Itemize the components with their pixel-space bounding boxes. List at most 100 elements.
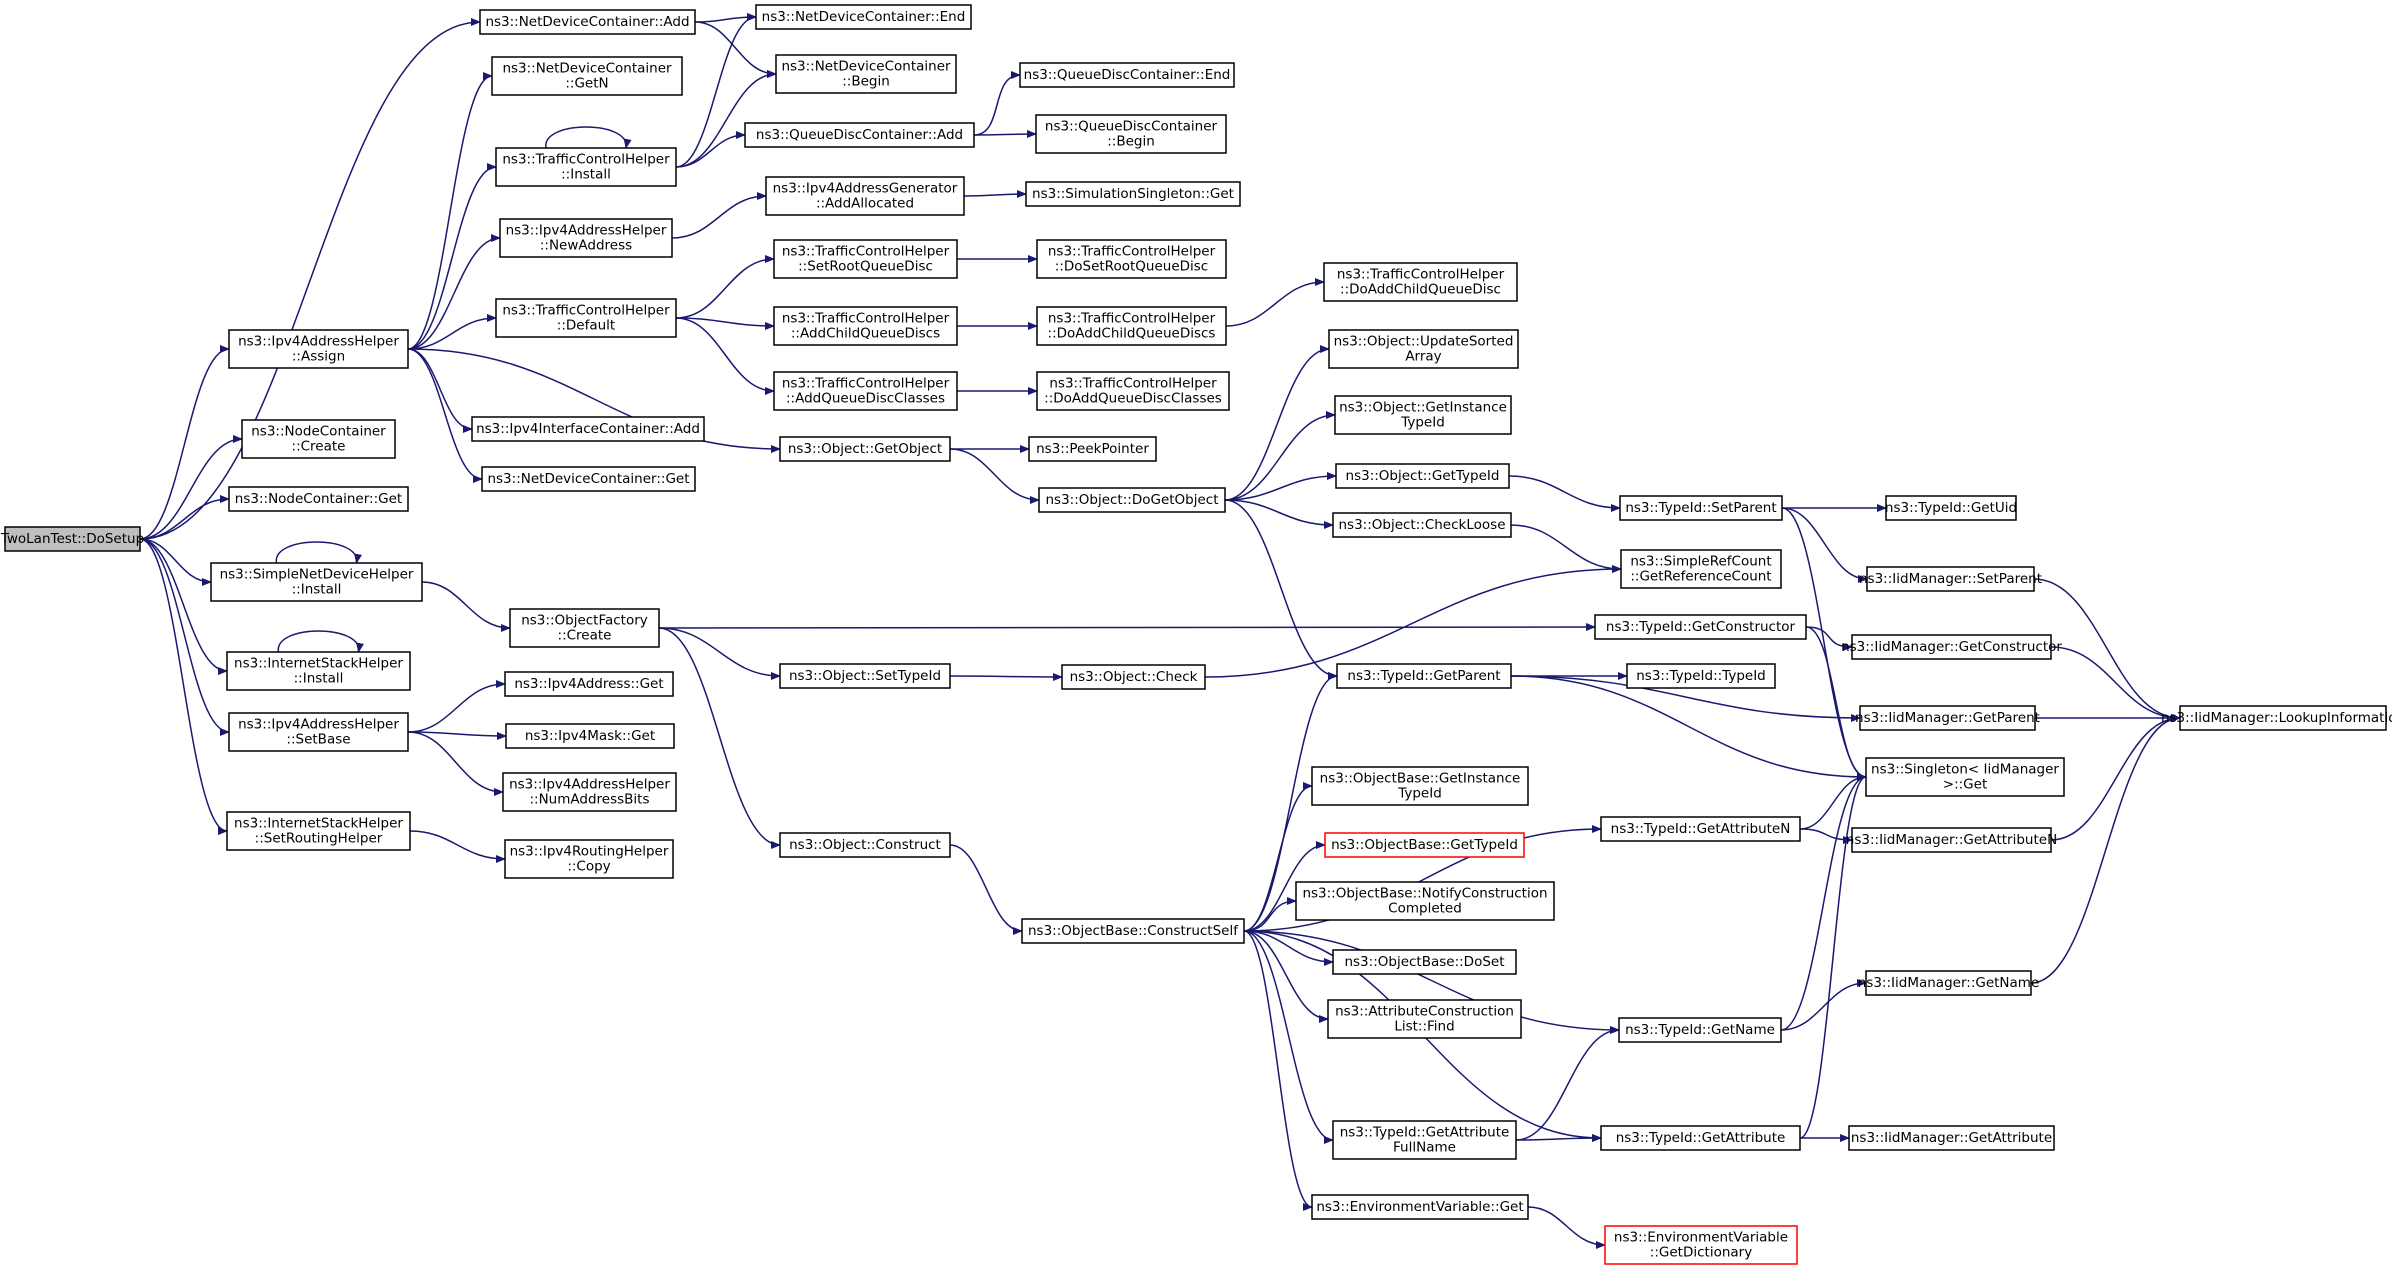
node-obj-check[interactable]: ns3::Object::Check: [1061, 664, 1206, 690]
node-root[interactable]: TwoLanTest::DoSetup: [0, 526, 144, 552]
node-ipv4ic-add[interactable]: ns3::Ipv4InterfaceContainer::Add: [471, 416, 705, 442]
node-iid-get-parent[interactable]: ns3::IidManager::GetParent: [1855, 705, 2040, 731]
node-tch-add-child[interactable]: ns3::TrafficControlHelper::AddChildQueue…: [773, 306, 958, 346]
node-label: ns3::Ipv4AddressGenerator: [773, 181, 958, 197]
node-tid-get-name[interactable]: ns3::TypeId::GetName: [1618, 1017, 1782, 1043]
node-tch-set-root[interactable]: ns3::TrafficControlHelper::SetRootQueueD…: [773, 239, 958, 279]
node-label: ::DoAddChildQueueDisc: [1340, 282, 1501, 298]
node-box: [773, 371, 958, 411]
node-qdc-begin[interactable]: ns3::QueueDiscContainer::Begin: [1035, 114, 1227, 154]
node-ipv4m-get[interactable]: ns3::Ipv4Mask::Get: [505, 723, 675, 749]
call-edge: [675, 255, 775, 319]
node-nc-get[interactable]: ns3::NodeContainer::Get: [228, 486, 409, 512]
node-label: ns3::Ipv4Address::Get: [514, 676, 663, 692]
node-env-get-dict[interactable]: ns3::EnvironmentVariable::GetDictionary: [1604, 1225, 1798, 1265]
call-edge: [407, 234, 501, 350]
node-ipv4rh-copy[interactable]: ns3::Ipv4RoutingHelper::Copy: [504, 839, 674, 879]
node-obj-get-object[interactable]: ns3::Object::GetObject: [779, 436, 951, 462]
node-box: [1600, 816, 1801, 842]
node-iid-get-attr[interactable]: ns3::IidManager::GetAttribute: [1848, 1125, 2055, 1151]
node-label: ns3::Object::UpdateSorted: [1334, 334, 1514, 350]
node-iid-get-ctor[interactable]: ns3::IidManager::GetConstructor: [1841, 634, 2062, 660]
call-edge: [1799, 828, 1853, 844]
call-edge: [1510, 675, 1867, 781]
node-tch-do-add-child[interactable]: ns3::TrafficControlHelper::DoAddChildQue…: [1323, 262, 1518, 302]
node-ob-notify[interactable]: ns3::ObjectBase::NotifyConstructionCompl…: [1295, 881, 1555, 921]
node-ipv4ah-num-bits[interactable]: ns3::Ipv4AddressHelper::NumAddressBits: [502, 772, 677, 812]
call-edge: [671, 192, 767, 239]
node-singleton-get[interactable]: ns3::Singleton< IidManager >::Get: [1865, 757, 2065, 797]
node-label: ::SetRootQueueDisc: [798, 259, 933, 275]
node-ndc-add[interactable]: ns3::NetDeviceContainer::Add: [479, 9, 696, 35]
call-edge: [407, 348, 483, 483]
node-iid-lookup[interactable]: ns3::IidManager::LookupInformation: [2161, 705, 2392, 731]
node-sndh-install[interactable]: ns3::SimpleNetDeviceHelper::Install: [210, 562, 423, 602]
node-tid-set-parent[interactable]: ns3::TypeId::SetParent: [1619, 495, 1783, 521]
node-ndc-begin[interactable]: ns3::NetDeviceContainer::Begin: [775, 54, 957, 94]
node-label: ns3::TrafficControlHelper: [1049, 376, 1217, 392]
node-tch-install[interactable]: ns3::TrafficControlHelper::Install: [495, 147, 677, 187]
node-iid-get-name[interactable]: ns3::IidManager::GetName: [1858, 970, 2040, 996]
call-edge: [407, 314, 497, 350]
node-obj-set-tid[interactable]: ns3::Object::SetTypeId: [779, 663, 951, 689]
node-label: ns3::AttributeConstruction: [1335, 1004, 1514, 1020]
node-tch-do-add-childs[interactable]: ns3::TrafficControlHelper::DoAddChildQue…: [1036, 306, 1227, 346]
node-tch-do-set-root[interactable]: ns3::TrafficControlHelper::DoSetRootQueu…: [1036, 239, 1227, 279]
node-tch-add-classes[interactable]: ns3::TrafficControlHelper::AddQueueDiscC…: [773, 371, 958, 411]
node-box: [1019, 62, 1235, 88]
node-tid-get-uid[interactable]: ns3::TypeId::GetUid: [1885, 495, 2017, 521]
node-ndc-get-n[interactable]: ns3::NetDeviceContainer::GetN: [491, 56, 683, 96]
node-ob-construct-self[interactable]: ns3::ObjectBase::ConstructSelf: [1021, 918, 1245, 944]
node-label: ns3::EnvironmentVariable::Get: [1316, 1199, 1523, 1215]
node-ndc-end[interactable]: ns3::NetDeviceContainer::End: [755, 4, 972, 30]
node-tid-get-attr-n[interactable]: ns3::TypeId::GetAttributeN: [1600, 816, 1801, 842]
node-qdc-end[interactable]: ns3::QueueDiscContainer::End: [1019, 62, 1235, 88]
node-tid-get-attr[interactable]: ns3::TypeId::GetAttribute: [1600, 1125, 1801, 1151]
node-tid-type-id[interactable]: ns3::TypeId::TypeId: [1626, 663, 1776, 689]
node-ipv4a-get[interactable]: ns3::Ipv4Address::Get: [504, 671, 674, 697]
node-box: [1336, 663, 1512, 689]
node-ipv4ag-alloc[interactable]: ns3::Ipv4AddressGenerator::AddAllocated: [765, 176, 965, 216]
node-qdc-add[interactable]: ns3::QueueDiscContainer::Add: [744, 122, 975, 148]
node-nc-create[interactable]: ns3::NodeContainer::Create: [241, 419, 396, 459]
node-src-get-ref[interactable]: ns3::SimpleRefCount::GetReferenceCount: [1620, 549, 1782, 589]
call-edge: [1799, 773, 1867, 1139]
node-iid-set-parent[interactable]: ns3::IidManager::SetParent: [1859, 566, 2042, 592]
node-obj-construct[interactable]: ns3::Object::Construct: [779, 832, 951, 858]
node-ob-do-set[interactable]: ns3::ObjectBase::DoSet: [1332, 949, 1517, 975]
node-tid-get-ctor[interactable]: ns3::TypeId::GetConstructor: [1594, 614, 1807, 640]
node-ipv4ah-assign[interactable]: ns3::Ipv4AddressHelper::Assign: [228, 329, 409, 369]
node-box: [1859, 705, 2036, 731]
node-label: ns3::Ipv4AddressHelper: [509, 777, 670, 793]
node-tch-do-add-classes[interactable]: ns3::TrafficControlHelper::DoAddQueueDis…: [1036, 371, 1230, 411]
node-box: [1295, 881, 1555, 921]
node-ob-get-type-id[interactable]: ns3::ObjectBase::GetTypeId: [1324, 832, 1525, 858]
node-ish-set-routing[interactable]: ns3::InternetStackHelper::SetRoutingHelp…: [226, 811, 411, 851]
node-env-get[interactable]: ns3::EnvironmentVariable::Get: [1311, 1194, 1529, 1220]
node-obj-get-type-id[interactable]: ns3::Object::GetTypeId: [1335, 463, 1510, 489]
call-edge: [1224, 499, 1338, 680]
node-tch-default[interactable]: ns3::TrafficControlHelper::Default: [495, 298, 677, 338]
node-ish-install[interactable]: ns3::InternetStackHelper::Install: [226, 651, 411, 691]
node-obj-check-loose[interactable]: ns3::Object::CheckLoose: [1332, 512, 1512, 538]
node-sim-singleton-get[interactable]: ns3::SimulationSingleton::Get: [1025, 181, 1241, 207]
node-peek-pointer[interactable]: ns3::PeekPointer: [1028, 436, 1157, 462]
node-ipv4ah-set-base[interactable]: ns3::Ipv4AddressHelper::SetBase: [228, 712, 409, 752]
node-tid-get-parent[interactable]: ns3::TypeId::GetParent: [1336, 663, 1512, 689]
call-edge: [139, 538, 212, 586]
node-ndc-get[interactable]: ns3::NetDeviceContainer::Get: [481, 466, 696, 492]
node-label: ::GetDictionary: [1650, 1245, 1752, 1261]
node-obj-do-get-object[interactable]: ns3::Object::DoGetObject: [1038, 487, 1226, 513]
node-of-create[interactable]: ns3::ObjectFactory::Create: [509, 608, 660, 648]
node-ipv4ah-new-addr[interactable]: ns3::Ipv4AddressHelper::NewAddress: [499, 218, 673, 258]
node-label: ns3::TypeId::GetName: [1625, 1022, 1775, 1038]
node-label: ns3::NetDeviceContainer::Add: [485, 14, 689, 30]
node-label: ns3::Object::Check: [1070, 669, 1198, 685]
node-iid-get-attr-n[interactable]: ns3::IidManager::GetAttributeN: [1846, 827, 2057, 853]
